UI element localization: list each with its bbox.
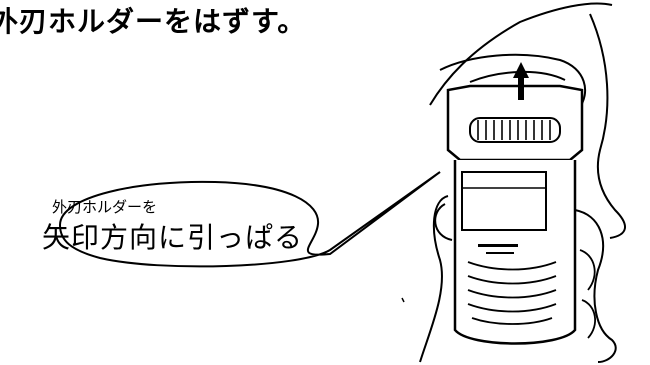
- grip-ridges: [467, 261, 557, 325]
- thumb: [434, 203, 453, 241]
- body-panel: [461, 171, 547, 231]
- blade-roller: [469, 117, 561, 143]
- arrow-up-icon: [513, 62, 529, 100]
- upper-hand: [429, 2, 613, 106]
- callout-line-2: 矢印方向に引っぱる: [42, 221, 304, 254]
- right-fingers: [574, 209, 617, 363]
- step-heading: 外刃ホルダーをはずす。: [0, 5, 307, 38]
- hand-back: [589, 13, 626, 239]
- callout-bubble: [58, 171, 441, 268]
- lower-hand: [419, 195, 449, 363]
- callout-line-1: 外刃ホルダーを: [52, 198, 158, 216]
- body-markings: [478, 244, 518, 254]
